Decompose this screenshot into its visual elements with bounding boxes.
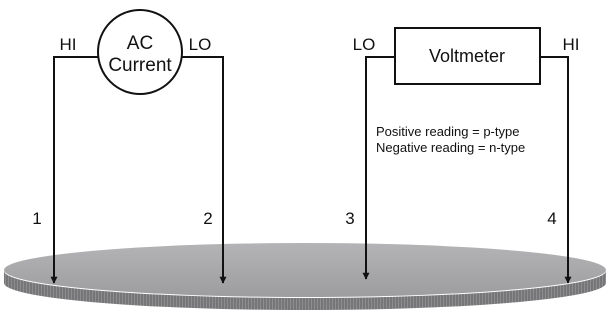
voltmeter-note-negative: Negative reading = n-type	[376, 140, 525, 155]
probe-4-wire	[540, 56, 572, 284]
current-source-label-line2: Current	[108, 55, 172, 76]
probe-2-wire	[182, 56, 227, 284]
probe-labels: 1 2 3 4	[32, 209, 556, 228]
probe-label-2: 2	[203, 209, 212, 228]
voltmeter-label: Voltmeter	[429, 46, 505, 66]
ac-current-source: AC Current HI LO	[50, 9, 227, 284]
voltmeter-terminal-lo: LO	[353, 35, 376, 54]
probe-1-wire	[50, 56, 98, 284]
voltmeter-note-positive: Positive reading = p-type	[376, 124, 519, 139]
probe-label-1: 1	[32, 209, 41, 228]
voltmeter: Voltmeter LO HI Positive reading = p-typ…	[353, 27, 580, 284]
current-source-terminal-hi: HI	[60, 35, 77, 54]
voltmeter-terminal-hi: HI	[563, 35, 580, 54]
voltmeter-box	[394, 27, 541, 85]
wafer-surface	[4, 243, 606, 297]
probe-label-3: 3	[345, 209, 354, 228]
wafer	[4, 243, 606, 310]
current-source-circle	[97, 9, 183, 95]
probe-label-4: 4	[547, 209, 556, 228]
wafer-edge	[4, 271, 606, 310]
probe-3-wire	[362, 56, 395, 280]
current-source-terminal-lo: LO	[189, 35, 212, 54]
current-source-label-line1: AC	[127, 33, 153, 54]
